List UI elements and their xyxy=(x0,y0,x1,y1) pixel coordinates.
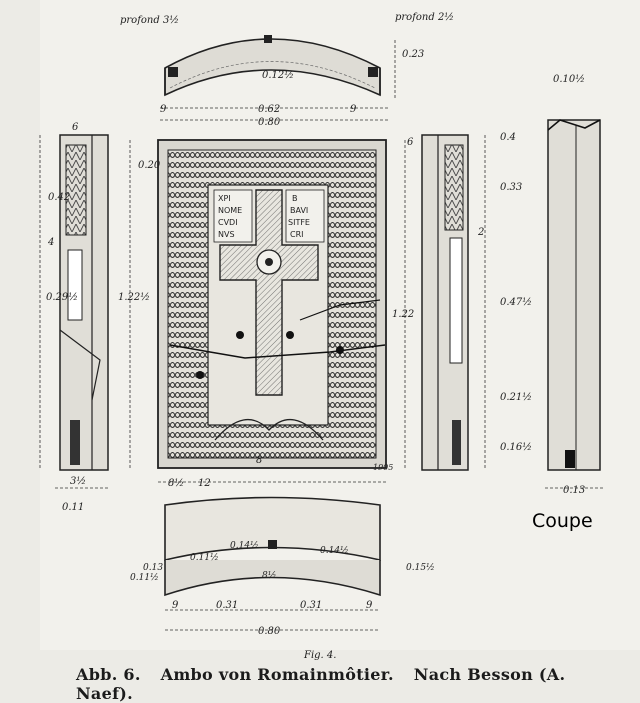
dim-left-6: 6 xyxy=(72,122,79,133)
dim-bottom-9a: 9 xyxy=(172,600,179,611)
dim-bottom-31b: 0.31 xyxy=(300,600,322,611)
dim-bottom-total: 0.80 xyxy=(258,626,281,637)
dim-bottom-14a: 0.14½ xyxy=(230,540,259,551)
dim-left-4: 4 xyxy=(47,237,54,248)
svg-text:NOME: NOME xyxy=(218,206,242,215)
dowel-hole-right xyxy=(368,67,378,77)
dim-top-total: 0.80 xyxy=(258,117,281,128)
dim-main-12: 12 xyxy=(198,478,211,489)
dowel-hole-bottom xyxy=(268,540,277,549)
dim-top-9a: 9 xyxy=(160,104,167,115)
year-mark: 1905 xyxy=(373,463,393,472)
dim-right-2: 2 xyxy=(477,227,484,238)
dim-left-29: 0.29½ xyxy=(46,292,78,303)
profond-right-label: profond 2½ xyxy=(395,12,454,23)
dim-main-20: 0.20 xyxy=(138,160,161,171)
dim-right-16: 0.16½ xyxy=(500,442,532,453)
right-side-view xyxy=(421,134,486,471)
svg-text:SITFE: SITFE xyxy=(288,218,310,227)
dim-main-122: 1.22½ xyxy=(118,292,150,303)
cross-relief xyxy=(219,189,319,396)
svg-text:BAVI: BAVI xyxy=(290,206,308,215)
dim-left-3: 3½ xyxy=(70,476,86,487)
dim-top-width: 0.62 xyxy=(258,104,280,115)
dowel-hole-left xyxy=(168,67,178,77)
dim-main-8: 8 xyxy=(256,455,262,466)
profond-left-label: profond 3½ xyxy=(120,15,179,26)
figure-caption: Abb. 6. Ambo von Romainmôtier. Nach Bess… xyxy=(76,665,640,703)
dim-bottom-14b: 0.14½ xyxy=(320,545,349,556)
main-front-panel xyxy=(129,139,406,483)
inscription-left: XPI NOME CVDI NVS xyxy=(218,194,242,239)
svg-text:NVS: NVS xyxy=(218,230,235,239)
coupe-label: Coupe xyxy=(532,510,593,532)
dim-right-47: 0.47½ xyxy=(500,297,532,308)
dim-bottom-31a: 0.31 xyxy=(216,600,238,611)
caption-label: Abb. 6. xyxy=(76,665,141,684)
dim-bottom-13: 0.13 xyxy=(143,563,163,573)
dim-right-21: 0.21½ xyxy=(500,392,532,403)
ambo-drawing: XPI NOME CVDI NVS B BAVI SITFE CRI profo… xyxy=(39,12,605,637)
dowel-hole-center xyxy=(264,35,272,43)
dim-right-6: 6 xyxy=(407,137,414,148)
svg-text:CRI: CRI xyxy=(290,230,304,239)
dim-main-right-122: 1.22 xyxy=(392,309,414,320)
caption-title: Ambo von Romainmôtier. xyxy=(160,665,394,684)
dim-bottom-15: 0.15½ xyxy=(406,562,435,573)
dim-top-12: 0.12½ xyxy=(262,70,294,81)
dim-bottom-8: 8½ xyxy=(262,570,276,581)
dim-bottom-9b: 9 xyxy=(366,600,373,611)
left-side-view xyxy=(39,134,110,489)
section-coupe xyxy=(545,119,605,489)
svg-text:XPI: XPI xyxy=(218,194,231,203)
dim-left-42: 0.42 xyxy=(48,192,70,203)
dim-right-33: 0.33 xyxy=(500,182,522,193)
top-view xyxy=(160,35,396,121)
figure-number: Fig. 4. xyxy=(304,650,337,661)
dim-section-13: 0.13 xyxy=(563,485,585,496)
dim-bottom-11: 0.11½ xyxy=(130,572,159,583)
svg-text:B: B xyxy=(292,194,298,203)
dim-bottom-11b: 0.11½ xyxy=(190,552,219,563)
dim-top-9b: 9 xyxy=(350,104,357,115)
dim-section-10: 0.10½ xyxy=(553,74,585,85)
bottom-view xyxy=(164,496,381,631)
inscription-right: B BAVI SITFE CRI xyxy=(288,194,310,239)
dim-top-depth: 0.23 xyxy=(402,49,424,60)
svg-text:CVDI: CVDI xyxy=(218,218,238,227)
dim-right-04: 0.4 xyxy=(500,132,516,143)
dim-main-8b: 8½ xyxy=(168,478,184,489)
dim-left-11: 0.11 xyxy=(62,502,84,513)
